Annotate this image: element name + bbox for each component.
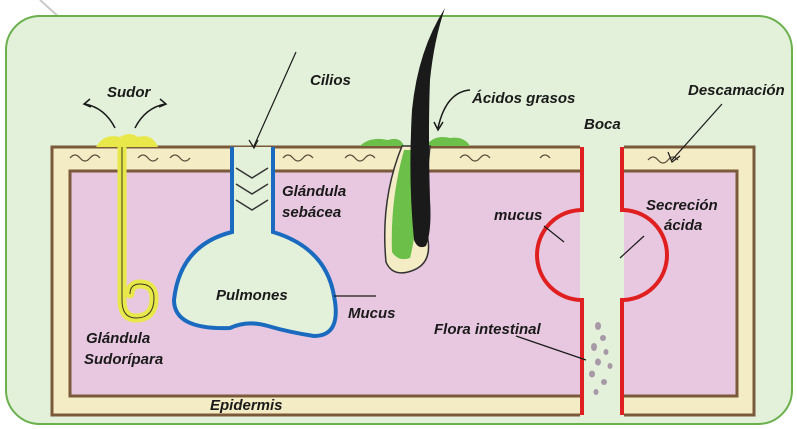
label-mucus-right: mucus	[494, 207, 542, 224]
label-glandula-sudoripara-2: Sudorípara	[84, 351, 163, 368]
label-mucus-left: Mucus	[348, 305, 396, 322]
label-descamacion: Descamación	[688, 82, 785, 99]
label-secrecion-1: Secreción	[646, 197, 718, 214]
label-boca: Boca	[584, 116, 621, 133]
label-cilios: Cilios	[310, 72, 351, 89]
label-glandula-sudoripara-1: Glándula	[86, 330, 150, 347]
label-pulmones: Pulmones	[216, 287, 288, 304]
label-glandula-sebacea-1: Glándula	[282, 183, 346, 200]
label-flora-intestinal: Flora intestinal	[434, 321, 542, 338]
label-epidermis: Epidermis	[210, 397, 283, 414]
label-acidos-grasos: Ácidos grasos	[471, 90, 575, 107]
label-glandula-sebacea-2: sebácea	[282, 204, 341, 221]
mouth-channel-gap	[580, 140, 624, 420]
label-secrecion-2: ácida	[664, 217, 702, 234]
label-sudor: Sudor	[107, 84, 151, 101]
